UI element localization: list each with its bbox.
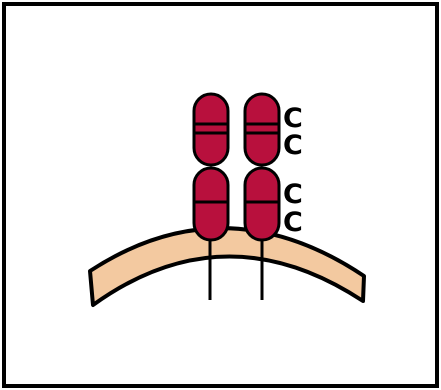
left-lower-domain xyxy=(194,168,228,240)
label-c-2: C xyxy=(283,130,303,161)
right-upper-domain xyxy=(245,94,279,165)
label-c-3: C xyxy=(283,179,303,210)
label-c-4: C xyxy=(283,207,303,238)
left-upper-domain xyxy=(194,94,228,165)
right-lower-domain xyxy=(245,168,279,240)
